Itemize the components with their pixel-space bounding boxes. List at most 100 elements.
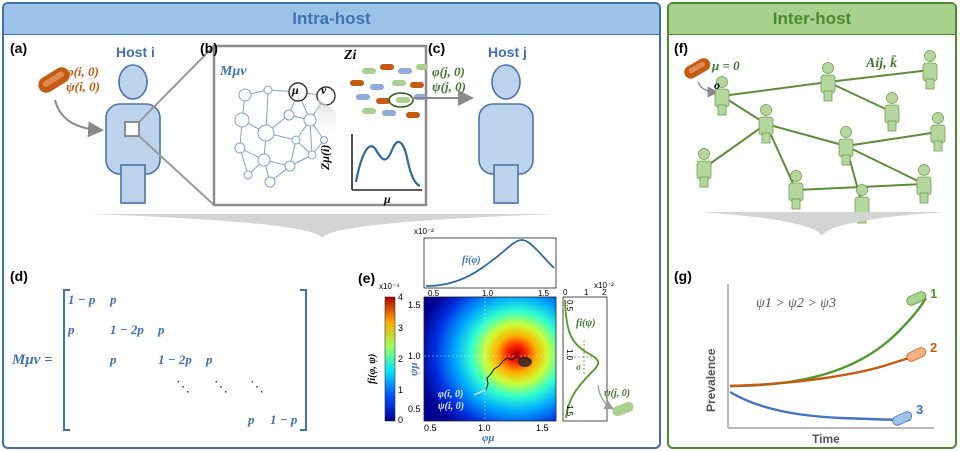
right-marginal-label: fi(ψ) bbox=[576, 318, 596, 329]
right-top-tick-0: 0 bbox=[563, 288, 568, 297]
matrix-r1c1: 1 − p bbox=[68, 292, 96, 307]
matrix-dots-2: ⋱ bbox=[214, 378, 228, 394]
right-top-tick-2: 2 bbox=[602, 288, 607, 297]
top-marginal-plot bbox=[423, 237, 557, 289]
matrix-r5c1: p bbox=[248, 412, 255, 427]
colorbar-tick-2: 2 bbox=[398, 354, 404, 364]
inter-infection-arrow bbox=[697, 81, 719, 98]
person-icon bbox=[884, 92, 900, 132]
right-side-tick-1-0: 1.0 bbox=[565, 349, 574, 361]
curve-label-2: 2 bbox=[930, 340, 938, 355]
c-psi-label: ψ(j, 0) bbox=[432, 79, 466, 94]
curve-label-3: 3 bbox=[916, 402, 924, 417]
panel-label-b: (b) bbox=[200, 40, 218, 56]
colorbar-tick-4: 4 bbox=[398, 292, 404, 302]
heatmap-plot bbox=[423, 296, 557, 422]
person-icon bbox=[922, 50, 938, 90]
colorbar-exponent: x10⁻⁴ bbox=[379, 282, 400, 291]
colorbar bbox=[384, 296, 396, 422]
matrix-lhs: Mμν = bbox=[12, 352, 53, 368]
person-icon bbox=[838, 126, 854, 166]
matrix-r5c2: 1 − p bbox=[270, 412, 298, 427]
end-state-label: ψ(j, 0) bbox=[604, 388, 631, 399]
heatmap-start-phi: φ(i, 0) bbox=[438, 389, 464, 400]
network-graph bbox=[234, 82, 336, 188]
matrix-r2c3: p bbox=[158, 322, 165, 337]
inter-host-panel: Inter-host bbox=[667, 2, 957, 449]
person-icon bbox=[758, 104, 774, 144]
z-distribution-plot bbox=[351, 134, 422, 191]
top-marginal-exponent: x10⁻² bbox=[414, 227, 434, 236]
top-marginal-label: fi(φ) bbox=[462, 255, 481, 266]
host-j-figure bbox=[478, 64, 534, 204]
right-side-tick-0-5: 0.5 bbox=[565, 300, 574, 312]
z-ylabel: Zμ(i) bbox=[318, 144, 332, 170]
adjacency-label: Aij, k̄ bbox=[866, 56, 898, 71]
colorbar-label: fi(φ, ψ) bbox=[367, 353, 378, 384]
matrix-r3c3: p bbox=[206, 352, 213, 367]
transform-arrow bbox=[318, 98, 336, 142]
intra-host-title: Intra-host bbox=[4, 4, 659, 35]
person-icon bbox=[820, 62, 836, 102]
z-label: Zi bbox=[344, 48, 357, 63]
curve-label-1: 1 bbox=[930, 286, 938, 301]
host-j-label: Host j bbox=[488, 44, 527, 60]
matrix-dots-3: ⋱ bbox=[250, 378, 264, 394]
person-icon bbox=[916, 164, 932, 204]
panel-label-d: (d) bbox=[10, 268, 28, 284]
infection-arrow bbox=[54, 99, 104, 138]
matrix-brackets bbox=[63, 289, 307, 431]
person-icon bbox=[788, 170, 804, 210]
y-tick-1-5: 1.5 bbox=[408, 300, 421, 310]
panel-label-a: (a) bbox=[10, 40, 28, 56]
pathogen-icon bbox=[38, 67, 70, 93]
y-tick-0-5: 0.5 bbox=[408, 404, 421, 414]
top-tick-1-0: 1.0 bbox=[482, 289, 494, 298]
c-phi-label: φ(j, 0) bbox=[432, 64, 465, 79]
matrix-dots-1: ⋱ bbox=[176, 378, 190, 394]
z-xlabel: μ bbox=[384, 192, 391, 206]
matrix-r2c1: p bbox=[68, 322, 75, 337]
network-label: Mμν bbox=[220, 64, 247, 79]
pathogen-population bbox=[350, 64, 428, 118]
person-icon bbox=[696, 148, 712, 188]
panel-label-g: (g) bbox=[674, 268, 692, 284]
a-phi-label: φ(i, 0) bbox=[66, 64, 99, 79]
matrix-r1c2: p bbox=[110, 292, 117, 307]
matrix-r2c2: 1 − 2p bbox=[110, 322, 144, 337]
top-tick-1-5: 1.5 bbox=[538, 289, 550, 298]
sigma-label: σ bbox=[576, 362, 581, 372]
origin-label: o bbox=[714, 78, 720, 92]
top-tick-0-5: 0.5 bbox=[428, 289, 440, 298]
x-tick-0-5: 0.5 bbox=[424, 423, 437, 433]
colorbar-tick-1: 1 bbox=[398, 385, 404, 395]
person-icon bbox=[714, 76, 730, 116]
node-mu-label: μ bbox=[292, 83, 299, 97]
right-marginal-plot bbox=[562, 296, 634, 422]
zoom-lines bbox=[138, 45, 215, 206]
prevalence-ylabel: Prevalence bbox=[704, 348, 718, 412]
time-xlabel: Time bbox=[812, 432, 840, 446]
heatmap-xlabel: φμ bbox=[482, 432, 495, 444]
heatmap-start-psi: ψ(i, 0) bbox=[438, 401, 465, 412]
panel-label-e: (e) bbox=[358, 270, 376, 286]
node-nu-label: ν bbox=[321, 83, 327, 97]
right-marginal-exponent: x10⁻² bbox=[594, 281, 614, 290]
right-top-tick-1: 1 bbox=[584, 288, 589, 297]
heatmap-ylabel: ψμ bbox=[408, 362, 420, 376]
host-i-figure bbox=[105, 64, 161, 204]
inter-host-title: Inter-host bbox=[669, 4, 955, 35]
prevalence-chart bbox=[727, 284, 934, 429]
intra-host-panel: Intra-host bbox=[2, 2, 661, 449]
inequality-label: ψ1 > ψ2 > ψ3 bbox=[756, 296, 836, 311]
matrix-r3c2: 1 − 2p bbox=[158, 352, 192, 367]
inter-bracket bbox=[700, 212, 945, 236]
panel-label-c: (c) bbox=[428, 40, 446, 56]
host-i-label: Host i bbox=[116, 44, 155, 60]
colorbar-tick-0: 0 bbox=[398, 415, 404, 425]
x-tick-1-5: 1.5 bbox=[536, 423, 549, 433]
panel-label-f: (f) bbox=[674, 40, 688, 56]
y-tick-1-0: 1.0 bbox=[408, 351, 421, 361]
inter-pathogen-icon bbox=[684, 58, 711, 79]
